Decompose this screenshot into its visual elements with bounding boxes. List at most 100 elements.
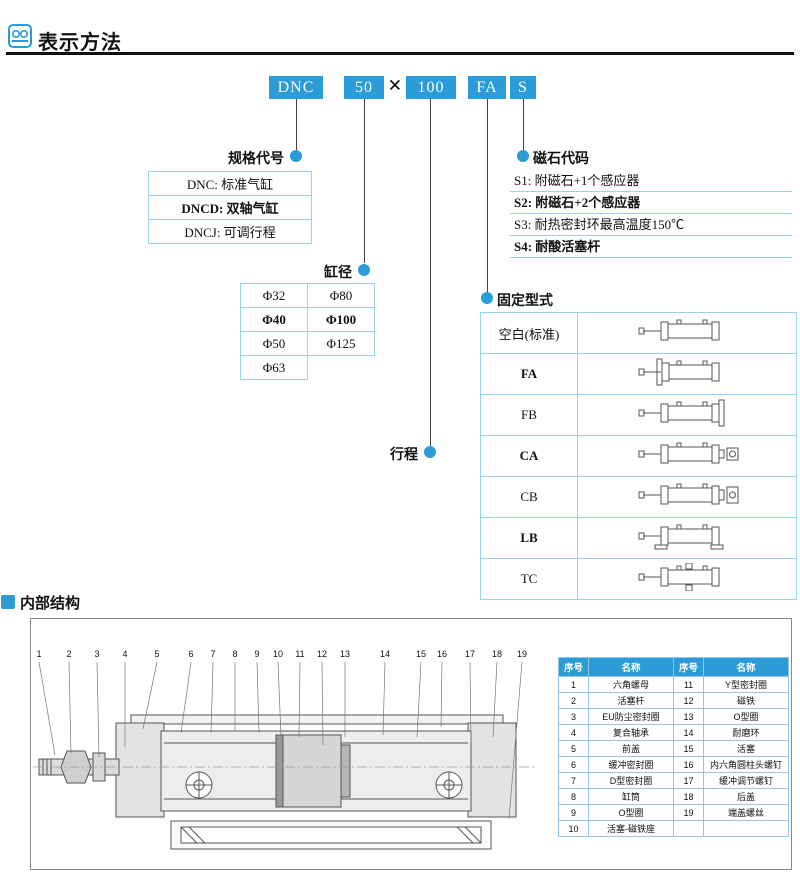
spec-row: DNCD: 双轴气缸 — [148, 195, 312, 220]
mounting-diagram-ca — [638, 442, 739, 464]
mounting-table: 空白(标准) FA FB CA CB LB TC — [480, 312, 797, 600]
callout-number: 4 — [122, 649, 127, 659]
parts-cell: 活塞杆 — [588, 692, 674, 709]
parts-cell: 活塞-磁铁座 — [588, 820, 674, 837]
parts-cell: 缓冲调节螺钉 — [703, 772, 789, 789]
magnet-code-label: 磁石代码 — [533, 152, 589, 167]
parts-col-header: 序号 — [673, 657, 704, 677]
spec-code-table: DNC: 标准气缸 DNCD: 双轴气缸 DNCJ: 可调行程 — [148, 171, 312, 244]
callout-number: 6 — [188, 649, 193, 659]
parts-cell: 10 — [558, 820, 589, 837]
callout-number: 16 — [437, 649, 447, 659]
parts-cell: 3 — [558, 708, 589, 725]
mounting-diagram-fa — [638, 358, 720, 386]
connector-line-magnet — [523, 99, 524, 150]
parts-cell: D型密封圈 — [588, 772, 674, 789]
callout-number: 14 — [380, 649, 390, 659]
parts-cell: 12 — [673, 692, 704, 709]
bore-dot-icon — [358, 264, 370, 276]
model-code-mount: FA — [468, 76, 506, 99]
callout-number: 7 — [210, 649, 215, 659]
parts-cell: 13 — [673, 708, 704, 725]
callout-number: 5 — [154, 649, 159, 659]
mounting-diagram-blank — [638, 319, 720, 341]
page-title: 表示方法 — [38, 32, 122, 54]
bore-cell: Φ32 — [240, 283, 308, 308]
parts-cell: 6 — [558, 756, 589, 773]
stroke-dot-icon — [424, 446, 436, 458]
bore-cell: Φ50 — [240, 331, 308, 356]
connector-line-spec — [296, 99, 297, 150]
mounting-type-label: 空白(标准) — [480, 312, 578, 354]
parts-cell: 16 — [673, 756, 704, 773]
parts-cell: 内六角圆柱头螺钉 — [703, 756, 789, 773]
mounting-type-label: FB — [480, 394, 578, 436]
callout-number: 18 — [492, 649, 502, 659]
callout-number: 10 — [273, 649, 283, 659]
parts-cell: 2 — [558, 692, 589, 709]
brand-logo-icon — [8, 24, 32, 48]
bore-cell: Φ40 — [240, 307, 308, 332]
parts-cell: 4 — [558, 724, 589, 741]
parts-col-header: 名称 — [588, 657, 674, 677]
callout-number: 2 — [66, 649, 71, 659]
magnet-dot-icon — [517, 150, 529, 162]
callout-number: 12 — [317, 649, 327, 659]
parts-cell: 缸筒 — [588, 788, 674, 805]
parts-cell: 六角螺母 — [588, 676, 674, 693]
callout-number: 3 — [94, 649, 99, 659]
parts-cell: 5 — [558, 740, 589, 757]
mounting-diagram-fb — [638, 399, 725, 427]
cylinder-shapes — [33, 714, 536, 850]
parts-col-header: 名称 — [703, 657, 789, 677]
mounting-type-label: FA — [480, 353, 578, 395]
magnet-row: S1: 附磁石+1个感应器 — [510, 170, 792, 192]
callout-number: 1 — [36, 649, 41, 659]
magnet-row: S2: 附磁石+2个感应器 — [510, 192, 792, 214]
parts-cell: 1 — [558, 676, 589, 693]
bore-label: 缸径 — [324, 266, 352, 281]
mounting-type-label: CA — [480, 435, 578, 477]
parts-cell: O型圈 — [703, 708, 789, 725]
magnet-code-table: S1: 附磁石+1个感应器 S2: 附磁石+2个感应器 S3: 耐热密封环最高温… — [510, 170, 792, 258]
connector-line-bore — [364, 99, 365, 263]
parts-cell: Y型密封圈 — [703, 676, 789, 693]
mount-dot-icon — [481, 292, 493, 304]
callout-number: 17 — [465, 649, 475, 659]
parts-cell: 15 — [673, 740, 704, 757]
section-marker-icon — [1, 595, 15, 609]
bore-cell: Φ63 — [240, 355, 308, 380]
model-code-prefix: DNC — [269, 76, 323, 99]
bore-cell — [308, 356, 375, 380]
connector-line-mount — [487, 99, 488, 292]
parts-cell: 9 — [558, 804, 589, 821]
model-code-stroke: 100 — [406, 76, 456, 99]
mounting-label: 固定型式 — [497, 294, 553, 309]
title-underline — [6, 52, 794, 55]
mounting-type-label: LB — [480, 517, 578, 559]
callout-numbers: 1 2 3 4 5 6 7 8 9 10 11 12 13 14 15 16 1… — [36, 649, 527, 659]
spec-row: DNCJ: 可调行程 — [148, 219, 312, 244]
stroke-label: 行程 — [390, 448, 418, 463]
magnet-row: S3: 耐热密封环最高温度150℃ — [510, 214, 792, 236]
parts-cell: 8 — [558, 788, 589, 805]
parts-cell: 端盖螺丝 — [703, 804, 789, 821]
callout-number: 15 — [416, 649, 426, 659]
cylinder-cross-section-drawing: 1 2 3 4 5 6 7 8 9 10 11 12 13 14 15 16 1… — [33, 649, 536, 850]
parts-cell: 活塞 — [703, 740, 789, 757]
model-code-bore: 50 — [344, 76, 384, 99]
callout-leader-lines — [38, 661, 523, 820]
parts-cell: 14 — [673, 724, 704, 741]
bore-cell: Φ125 — [307, 331, 375, 356]
parts-cell: O型圈 — [588, 804, 674, 821]
